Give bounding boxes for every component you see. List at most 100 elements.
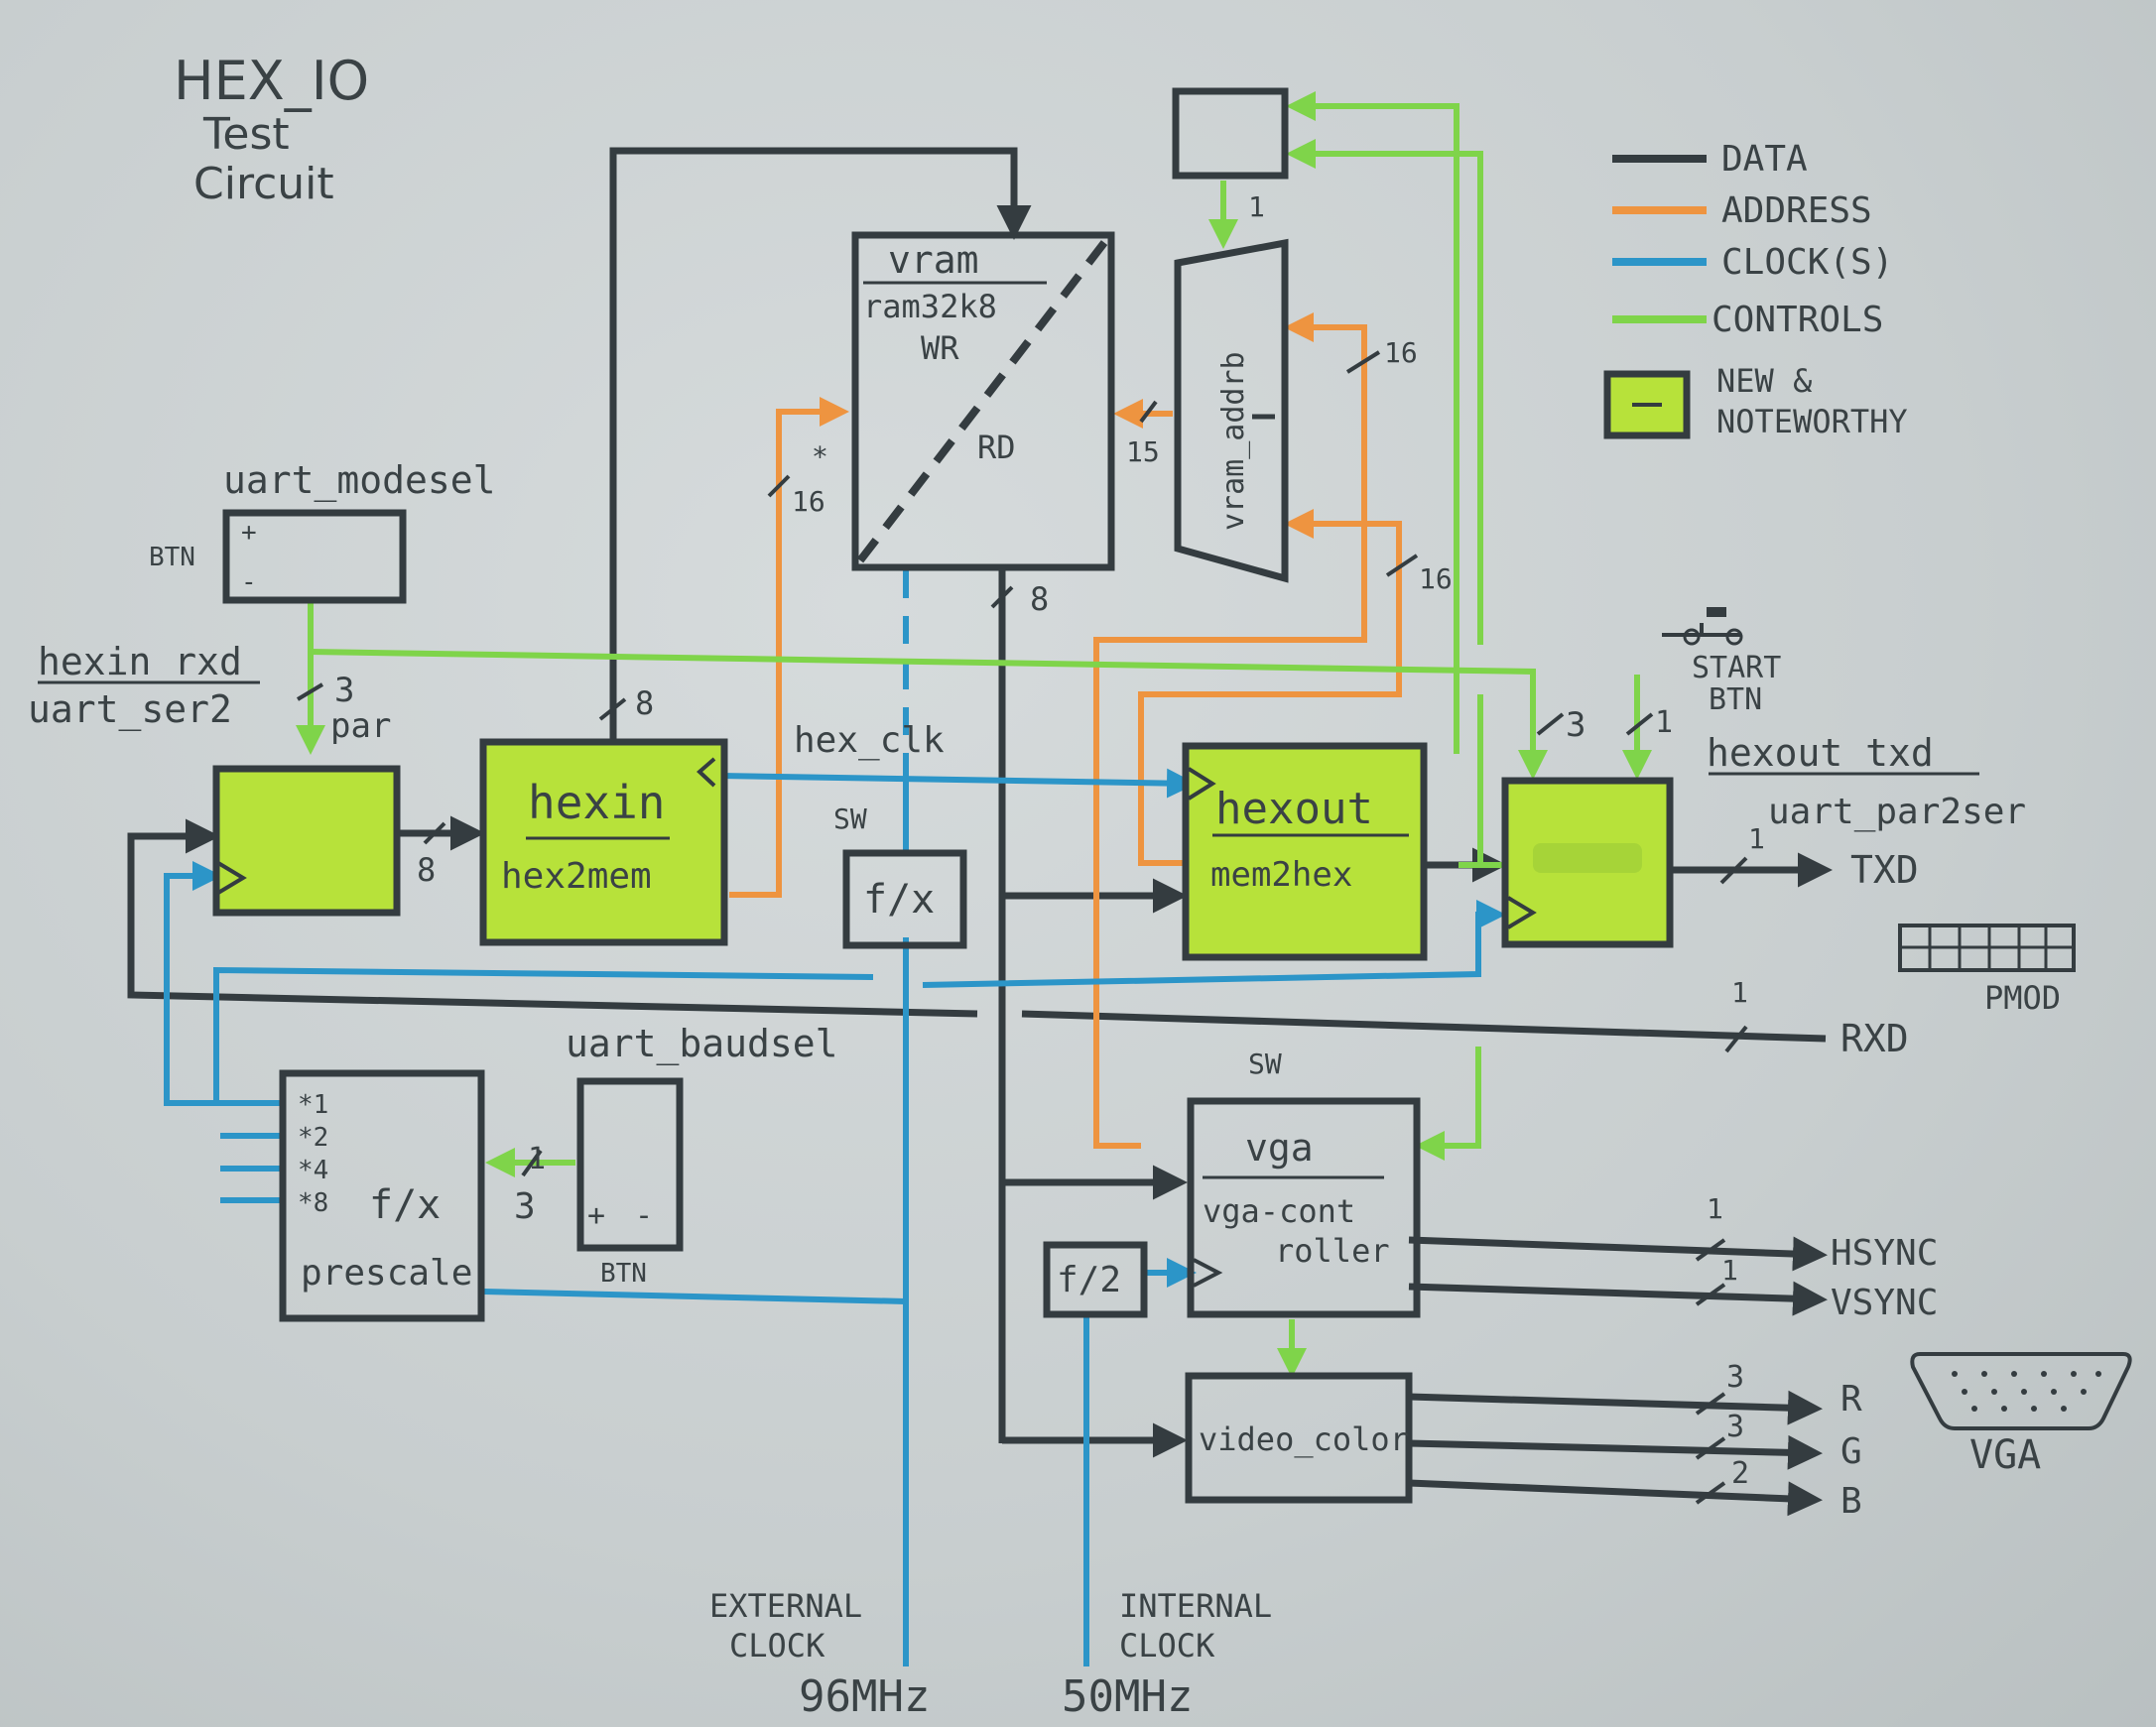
fx-label: f/x bbox=[863, 877, 935, 923]
vga-sw-label: SW bbox=[1248, 1048, 1282, 1080]
vga-name: vga bbox=[1245, 1126, 1314, 1170]
uart-ser2-hexin-width: 8 bbox=[417, 851, 436, 889]
baudsel-width-three: 3 bbox=[514, 1186, 536, 1227]
vram-wr: WR bbox=[921, 329, 959, 367]
uart-baudsel-plus: + bbox=[587, 1198, 605, 1233]
uart-modesel-plus: + bbox=[241, 518, 257, 548]
vram-addr-star: * bbox=[812, 440, 828, 473]
vram-sub: ram32k8 bbox=[863, 288, 997, 325]
addrb-in2-width: 16 bbox=[1419, 562, 1453, 595]
f2-label: f/2 bbox=[1057, 1260, 1121, 1300]
uart-ser2-name1: hexin_rxd bbox=[38, 640, 242, 684]
b-label: B bbox=[1840, 1481, 1862, 1522]
uart-baudsel-label: uart_baudsel bbox=[566, 1022, 838, 1066]
rxd-label: RXD bbox=[1840, 1017, 1909, 1060]
txd-label: TXD bbox=[1850, 848, 1919, 892]
txd-width: 1 bbox=[1748, 822, 1765, 855]
uart-modesel-button-box[interactable] bbox=[222, 509, 407, 604]
ext-clock-freq: 96MHz bbox=[799, 1671, 930, 1722]
int-clock-line2: CLOCK bbox=[1119, 1627, 1215, 1665]
uart-modesel-block: uart_modesel + - BTN bbox=[149, 458, 496, 604]
data-wires bbox=[127, 147, 1833, 1517]
ext-clock-line2: CLOCK bbox=[729, 1627, 825, 1665]
g-label: G bbox=[1840, 1431, 1862, 1472]
fx-sw-label: SW bbox=[833, 802, 867, 835]
video-color-box bbox=[1185, 1372, 1413, 1504]
hexout-box bbox=[1182, 742, 1428, 961]
vram-box bbox=[851, 231, 1115, 571]
legend-controls-label: CONTROLS bbox=[1712, 300, 1883, 340]
title-line2: Test bbox=[202, 109, 290, 160]
vram-rd: RD bbox=[977, 429, 1016, 466]
g-width: 3 bbox=[1726, 1410, 1744, 1444]
vga-sub1: vga-cont bbox=[1203, 1192, 1355, 1230]
clock-wires bbox=[164, 570, 1506, 1666]
prescale-box bbox=[279, 1069, 485, 1322]
prescale-x4: *4 bbox=[298, 1156, 328, 1185]
legend-clocks-label: CLOCK(S) bbox=[1721, 242, 1893, 283]
addrb-select-width: 1 bbox=[1248, 190, 1265, 223]
uart-par2ser-name1: hexout_txd bbox=[1707, 731, 1934, 776]
int-clock-freq: 50MHz bbox=[1062, 1671, 1193, 1722]
vga-sub2: roller bbox=[1275, 1232, 1390, 1270]
hexin-sub: hex2mem bbox=[501, 856, 652, 897]
addrb-select-box bbox=[1172, 87, 1289, 180]
vsync-label: VSYNC bbox=[1831, 1283, 1938, 1323]
legend-data-label: DATA bbox=[1721, 139, 1808, 180]
r-label: R bbox=[1840, 1379, 1862, 1419]
prescale-fx: f/x bbox=[369, 1182, 441, 1228]
legend-new-line1: NEW & bbox=[1716, 362, 1813, 400]
uart-par2ser-block: hexout_txd uart_par2ser 3 1 bbox=[1501, 705, 2026, 948]
hsync-width: 1 bbox=[1707, 1192, 1723, 1225]
uart-baudsel-button-box[interactable] bbox=[576, 1077, 684, 1252]
vga-conn-label: VGA bbox=[1969, 1432, 2041, 1478]
vram-addrb-name: vram_addrb bbox=[1216, 351, 1251, 531]
diagram-title: HEX_IO Test Circuit bbox=[174, 50, 369, 209]
vram-block: vram ram32k8 WR RD * 16 8 15 bbox=[792, 231, 1160, 618]
pmod-label: PMOD bbox=[1984, 979, 2061, 1017]
video-color-block: video_color bbox=[1185, 1372, 1413, 1504]
legend-address-label: ADDRESS bbox=[1721, 190, 1872, 231]
start-button[interactable]: START BTN bbox=[1662, 607, 1781, 717]
vram-addr-width: 16 bbox=[792, 485, 825, 518]
rxd-width: 1 bbox=[1731, 976, 1748, 1009]
f2-divider-block: f/2 bbox=[1043, 1241, 1148, 1318]
hex-clk-divider: hex_clk SW f/x bbox=[794, 720, 967, 949]
bus-ticks bbox=[296, 350, 1748, 1505]
hsync-label: HSYNC bbox=[1831, 1233, 1938, 1274]
uart-baudsel-block: uart_baudsel + - BTN 1 3 bbox=[514, 1022, 838, 1289]
hexin-box bbox=[479, 738, 728, 946]
vga-connector: VGA bbox=[1910, 1352, 2132, 1478]
legend: DATA ADDRESS CLOCK(S) CONTROLS NEW & NOT… bbox=[1603, 139, 1908, 440]
uart-modesel-btn-label: BTN bbox=[149, 543, 195, 572]
addrb-in1-width: 16 bbox=[1384, 336, 1418, 369]
uart-baudsel-minus: - bbox=[635, 1198, 653, 1233]
vram-addrb-block: 1 vram_addrb 16 16 bbox=[1172, 87, 1453, 595]
f2-box bbox=[1043, 1241, 1148, 1318]
clock-sources: EXTERNAL CLOCK 96MHz INTERNAL CLOCK 50MH… bbox=[709, 1587, 1272, 1722]
par2ser-ctl-width1: 1 bbox=[1655, 705, 1673, 740]
vram-addrb-mux bbox=[1174, 238, 1289, 583]
hexin-block: hexin hex2mem 8 bbox=[479, 684, 728, 946]
r-width: 3 bbox=[1726, 1360, 1744, 1395]
uart-modesel-minus: - bbox=[241, 567, 257, 597]
hexout-block: hexout mem2hex bbox=[1182, 742, 1428, 961]
vram-data-width: 8 bbox=[1030, 580, 1049, 618]
ext-clock-line1: EXTERNAL bbox=[709, 1587, 862, 1625]
prescale-block: *1 *2 *4 *8 f/x prescale bbox=[279, 1069, 485, 1322]
uart-ser2-name2: uart_ser2 bbox=[28, 687, 232, 732]
hexout-name: hexout bbox=[1215, 784, 1373, 834]
fx-switch-box[interactable] bbox=[842, 849, 967, 949]
prescale-x8: *8 bbox=[298, 1188, 328, 1218]
vga-controller-block: SW vga vga-cont roller bbox=[1187, 1048, 1421, 1318]
uart-ser2-box bbox=[212, 765, 401, 917]
io-labels: TXD 1 RXD 1 PMOD HSYNC 1 VSYNC 1 R 3 G 3… bbox=[1707, 822, 2132, 1522]
uart-par2ser-name2: uart_par2ser bbox=[1768, 792, 2026, 832]
hexin-name: hexin bbox=[528, 776, 665, 829]
video-color-name: video_color bbox=[1199, 1420, 1409, 1458]
par2ser-ctl-width3: 3 bbox=[1566, 705, 1585, 745]
uart-ser2-par: par bbox=[330, 706, 391, 746]
int-clock-line1: INTERNAL bbox=[1119, 1587, 1272, 1625]
vga-box bbox=[1187, 1097, 1421, 1318]
prescale-x2: *2 bbox=[298, 1123, 328, 1153]
